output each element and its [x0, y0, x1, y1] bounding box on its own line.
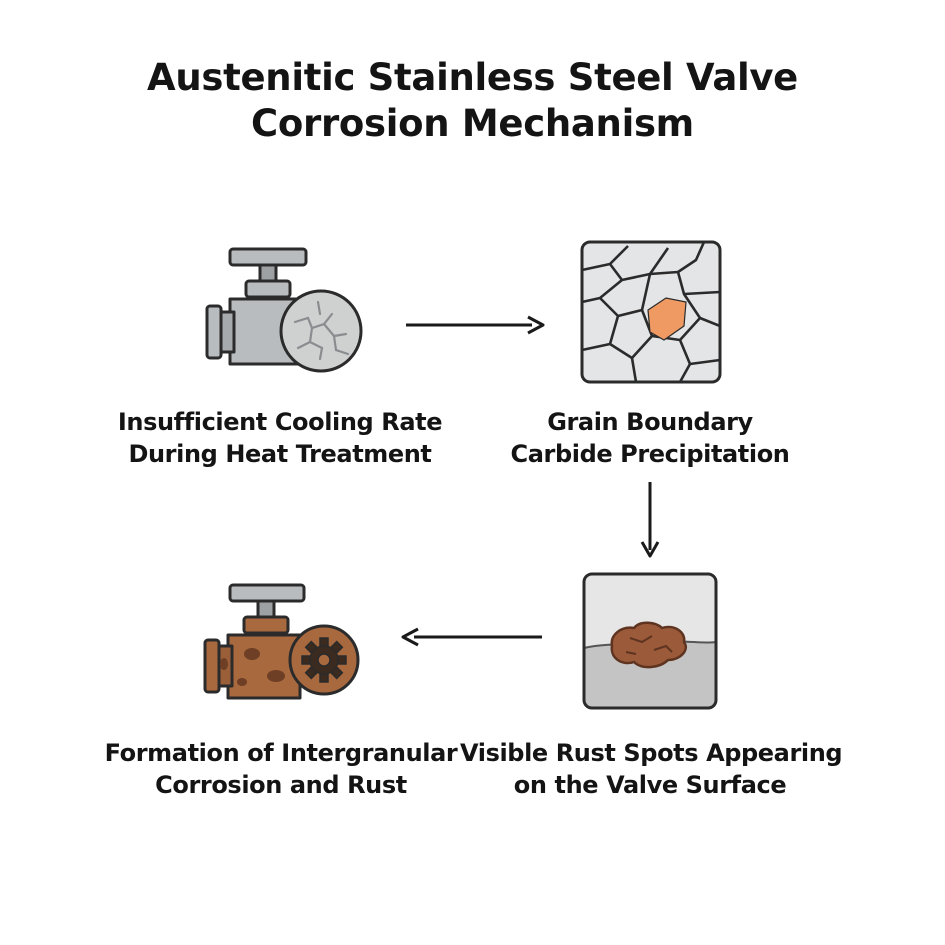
- step-2-caption-line-1: Grain Boundary: [547, 408, 753, 436]
- step-3-caption-line-1: Visible Rust Spots Appearing: [460, 739, 843, 767]
- step-4-caption-line-1: Formation of Intergranular: [104, 739, 458, 767]
- step-3-caption-line-2: on the Valve Surface: [513, 771, 787, 799]
- step-1-caption-line-2: During Heat Treatment: [128, 440, 432, 468]
- arrow-left: [401, 627, 542, 647]
- step-2-caption-line-2: Carbide Precipitation: [510, 440, 790, 468]
- rusted-valve-icon: [203, 583, 360, 700]
- title-line-2: Corrosion Mechanism: [251, 102, 694, 145]
- arrow-down: [640, 482, 660, 558]
- step-4-caption-line-2: Corrosion and Rust: [155, 771, 407, 799]
- cracked-valve-icon: [205, 247, 363, 373]
- title-line-1: Austenitic Stainless Steel Valve: [147, 56, 798, 99]
- rust-spot-surface-icon: [582, 572, 718, 710]
- step-4-caption: Formation of Intergranular Corrosion and…: [100, 737, 462, 801]
- step-2-caption: Grain Boundary Carbide Precipitation: [480, 406, 820, 470]
- diagram-title: Austenitic Stainless Steel Valve Corrosi…: [0, 55, 945, 147]
- step-1-caption-line-1: Insufficient Cooling Rate: [117, 408, 443, 436]
- arrow-right: [406, 315, 545, 335]
- grain-boundary-icon: [580, 240, 722, 384]
- step-3-caption: Visible Rust Spots Appearing on the Valv…: [460, 737, 843, 801]
- step-1-caption: Insufficient Cooling Rate During Heat Tr…: [100, 406, 460, 470]
